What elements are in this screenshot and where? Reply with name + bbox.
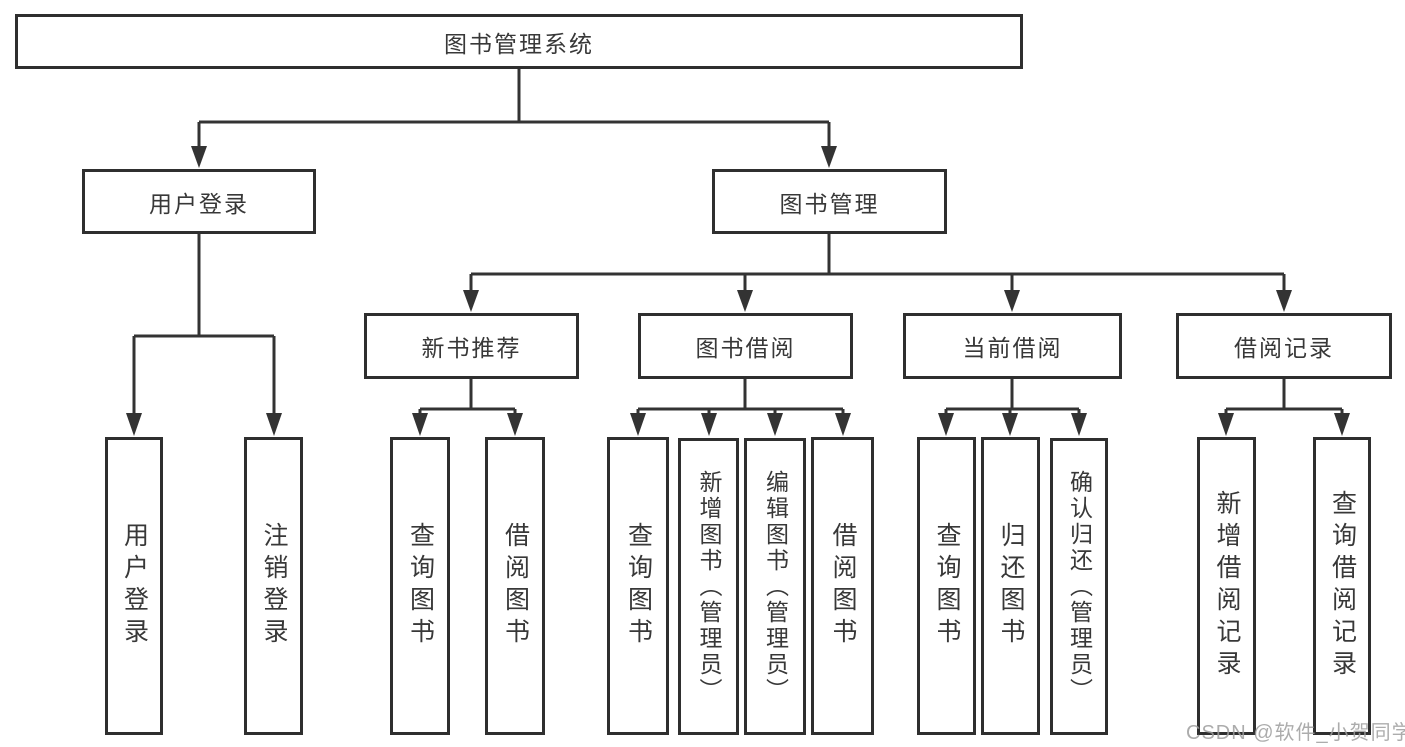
node-new-book-recommend: 新书推荐	[364, 313, 579, 379]
connector-root-to-level2	[191, 69, 837, 168]
leaf-search-borrow-record: 查询借阅记录	[1313, 437, 1371, 735]
node-book-management: 图书管理	[712, 169, 947, 234]
leaf-user-login: 用户登录	[105, 437, 163, 735]
connector-user-login-to-leaves	[126, 234, 282, 436]
leaf-confirm-return-admin: 确认归还（管理员）	[1050, 438, 1108, 735]
node-current-borrow: 当前借阅	[903, 313, 1122, 379]
csdn-watermark: CSDN @软件_小贺同学	[1186, 722, 1405, 744]
leaf-return-books: 归还图书	[981, 437, 1040, 735]
leaf-recommend-borrow-books: 借阅图书	[485, 437, 545, 735]
leaf-recommend-search-books: 查询图书	[390, 437, 450, 735]
leaf-borrow-search-books: 查询图书	[607, 437, 669, 735]
connector-new-book-recommend-to-leaves	[412, 379, 523, 436]
connector-book-management-to-level3	[463, 234, 1292, 312]
leaf-borrow-borrow-books: 借阅图书	[811, 437, 874, 735]
connector-borrow-records-to-leaves	[1218, 379, 1350, 436]
leaf-logout: 注销登录	[244, 437, 303, 735]
leaf-add-borrow-record: 新增借阅记录	[1197, 437, 1256, 735]
leaf-add-books-admin: 新增图书（管理员）	[678, 438, 739, 735]
node-borrow-records: 借阅记录	[1176, 313, 1392, 379]
node-root: 图书管理系统	[15, 14, 1023, 69]
node-book-borrow: 图书借阅	[638, 313, 853, 379]
node-user-login: 用户登录	[82, 169, 316, 234]
connector-book-borrow-to-leaves	[630, 379, 851, 436]
leaf-current-search-books: 查询图书	[917, 437, 976, 735]
leaf-edit-books-admin: 编辑图书（管理员）	[744, 438, 806, 735]
connector-current-borrow-to-leaves	[938, 379, 1087, 436]
